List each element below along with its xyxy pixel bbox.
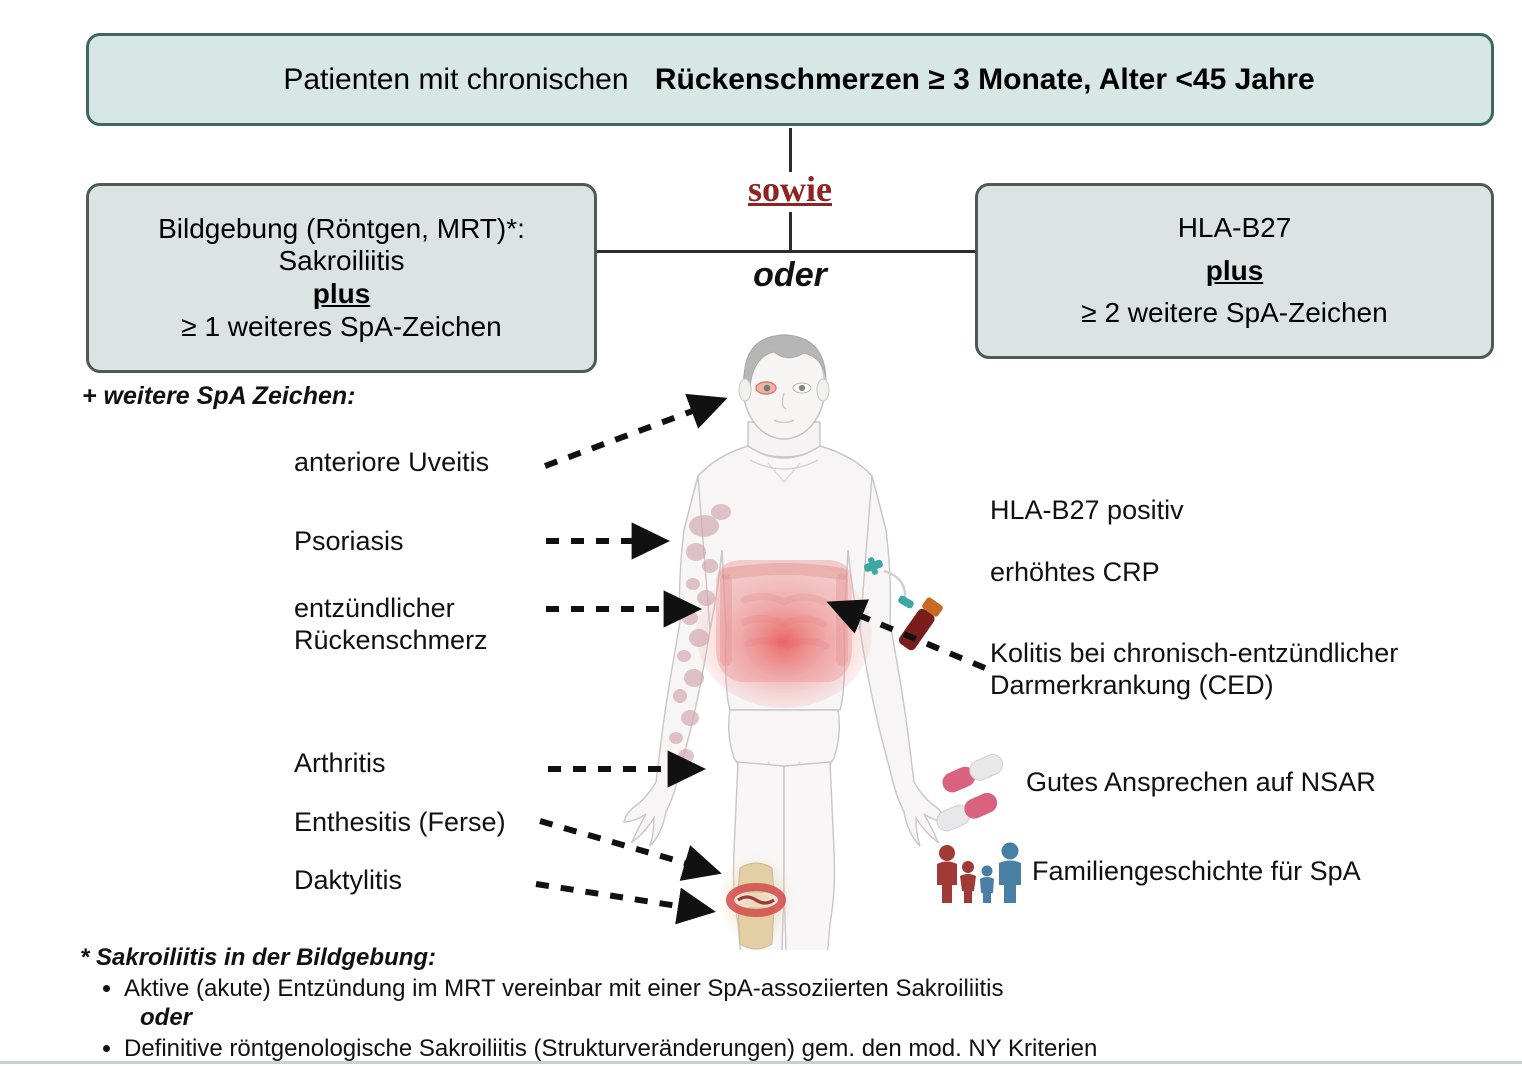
family-group-icon bbox=[937, 842, 1021, 903]
hlab27-arm-box: HLA-B27 plus ≥ 2 weitere SpA-Zeichen bbox=[975, 183, 1494, 359]
hlab27-box-spacer-2 bbox=[988, 287, 1481, 297]
family-adult-red bbox=[937, 845, 957, 903]
hair-shape bbox=[743, 334, 827, 388]
arm-right-shape bbox=[859, 475, 947, 847]
sign-label-nsaid-response: Gutes Ansprechen auf NSAR bbox=[1026, 767, 1376, 797]
tube-blood bbox=[898, 608, 935, 651]
connector-label-oder: oder bbox=[753, 256, 827, 294]
criteria-title-box: Patienten mit chronischen Rückenschmerze… bbox=[86, 33, 1494, 126]
footnote-oder: oder bbox=[140, 1004, 193, 1032]
connector-line-vertical-top bbox=[789, 128, 792, 172]
legend-heading: + weitere SpA Zeichen: bbox=[82, 382, 356, 410]
footnote-block: * Sakroiliitis in der Bildgebung: Aktive… bbox=[80, 944, 1480, 1064]
connector-line-horizontal bbox=[594, 250, 978, 253]
human-body-figure bbox=[623, 334, 947, 950]
footnote-bullet-1-text: Aktive (akute) Entzündung im MRT vereinb… bbox=[124, 975, 1004, 1002]
knee-joint-arthritis bbox=[718, 854, 794, 950]
body-outline-group bbox=[623, 334, 947, 950]
family-adult-blue bbox=[999, 842, 1021, 903]
sign-label-colitis-ibd: Kolitis bei chronisch-entzündlicher Darm… bbox=[990, 638, 1399, 701]
hlab27-box-line1: HLA-B27 bbox=[1177, 211, 1292, 243]
imaging-box-line2: Sakroiliitis bbox=[278, 245, 405, 277]
eye-normal bbox=[798, 384, 806, 392]
footnote-title: * Sakroiliitis in der Bildgebung: bbox=[80, 944, 437, 971]
sign-label-hlab27-positive: HLA-B27 positiv bbox=[990, 495, 1184, 525]
sign-label-uveitis: anteriore Uveitis bbox=[294, 447, 490, 477]
sign-label-dactylitis: Daktylitis bbox=[294, 865, 403, 895]
imaging-box-line3: ≥ 1 weiteres SpA-Zeichen bbox=[181, 310, 502, 342]
family-child-red bbox=[960, 861, 976, 903]
hlab27-box-line3: ≥ 2 weitere SpA-Zeichen bbox=[1081, 297, 1388, 329]
bottom-divider bbox=[0, 1061, 1522, 1064]
family-child-blue bbox=[980, 865, 994, 903]
footnote-bullet-2: Definitive röntgenologische Sakroiliitis… bbox=[124, 1034, 1480, 1063]
sign-label-crp-elevated: erhöhtes CRP bbox=[990, 557, 1160, 587]
title-text-plain: Patienten mit chronischen bbox=[283, 62, 637, 96]
title-box-inner: Patienten mit chronischen Rückenschmerze… bbox=[89, 62, 1491, 97]
colon-inflamed-group bbox=[696, 560, 872, 708]
imaging-arm-box: Bildgebung (Röntgen, MRT)*: Sakroiliitis… bbox=[86, 183, 597, 373]
pill-capsules-icon bbox=[936, 753, 1004, 832]
title-text-bold: Rückenschmerzen ≥ 3 Monate, Alter <45 Ja… bbox=[654, 62, 1315, 96]
connector-line-vertical-middle bbox=[789, 212, 792, 252]
leg-right-shape bbox=[783, 761, 836, 950]
hlab27-box-spacer bbox=[988, 245, 1481, 255]
sign-label-family-history: Familiengeschichte für SpA bbox=[1032, 856, 1361, 886]
connector-label-sowie: sowie bbox=[748, 169, 832, 209]
hlab27-box-plus: plus bbox=[1205, 254, 1264, 286]
imaging-box-inner: Bildgebung (Röntgen, MRT)*: Sakroiliitis… bbox=[99, 213, 584, 344]
hlab27-box-inner: HLA-B27 plus ≥ 2 weitere SpA-Zeichen bbox=[988, 212, 1481, 330]
sign-label-psoriasis: Psoriasis bbox=[294, 526, 404, 556]
footnote-list: Aktive (akute) Entzündung im MRT vereinb… bbox=[80, 974, 1480, 1063]
sign-label-back-pain: entzündlicher Rückenschmerz bbox=[294, 593, 488, 655]
sign-label-arthritis: Arthritis bbox=[294, 748, 386, 778]
right-side-icons bbox=[936, 753, 1021, 903]
imaging-box-plus: plus bbox=[312, 278, 371, 309]
sign-label-enthesitis: Enthesitis (Ferse) bbox=[294, 807, 506, 837]
imaging-box-line1: Bildgebung (Röntgen, MRT)*: bbox=[158, 212, 525, 244]
footnote-bullet-1: Aktive (akute) Entzündung im MRT vereinb… bbox=[124, 974, 1480, 1033]
